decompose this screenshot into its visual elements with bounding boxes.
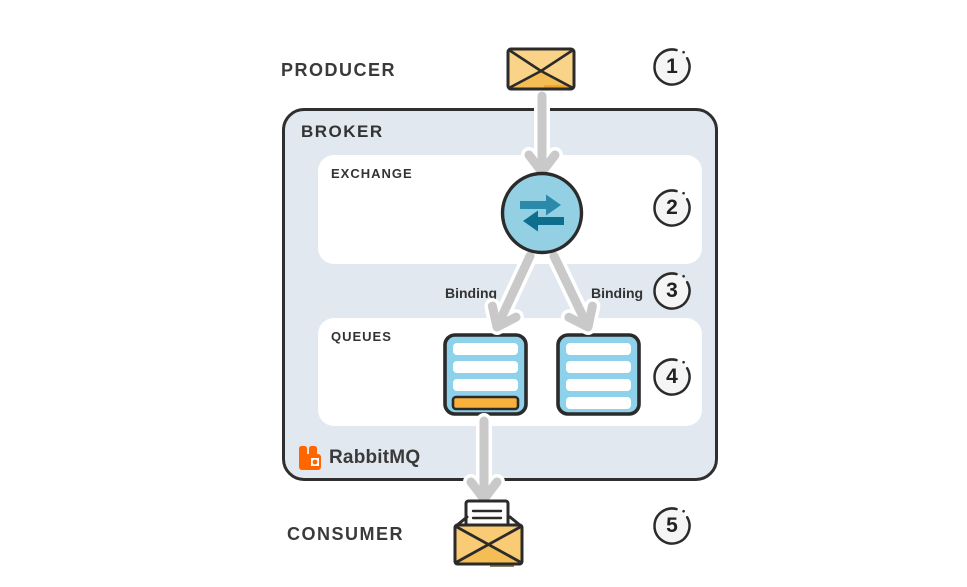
rabbitmq-logo-text: RabbitMQ bbox=[329, 447, 421, 468]
queue-stack-icon-right bbox=[556, 333, 641, 416]
exchange-swap-arrows-icon bbox=[500, 171, 584, 255]
step-number: 4 bbox=[666, 365, 678, 388]
broker-label: BROKER bbox=[301, 122, 384, 141]
step-badge-4: 4 bbox=[652, 357, 692, 397]
producer-label: PRODUCER bbox=[281, 60, 397, 80]
consumer-label: CONSUMER bbox=[287, 524, 405, 544]
exchange-label: EXCHANGE bbox=[331, 166, 413, 181]
step-number: 3 bbox=[666, 279, 678, 302]
closed-envelope-icon bbox=[506, 47, 576, 91]
step-badge-1: 1 bbox=[652, 47, 692, 87]
step-circle-icon bbox=[653, 358, 691, 396]
binding-label-right: Binding bbox=[591, 285, 644, 301]
queue-stack-icon-left bbox=[443, 333, 528, 416]
step-circle-icon bbox=[653, 48, 691, 86]
step-circle-icon bbox=[653, 189, 691, 227]
step-badge-3: 3 bbox=[652, 271, 692, 311]
binding-label-left: Binding bbox=[445, 285, 498, 301]
step-circle-icon bbox=[653, 272, 691, 310]
rabbitmq-logo: RabbitMQ bbox=[298, 445, 420, 471]
step-number: 5 bbox=[666, 514, 678, 537]
open-envelope-letter-icon bbox=[453, 499, 524, 567]
queues-panel: QUEUES bbox=[318, 318, 702, 426]
step-number: 2 bbox=[666, 196, 678, 219]
rabbitmq-logo-icon bbox=[299, 446, 321, 470]
queues-label: QUEUES bbox=[331, 329, 392, 344]
step-number: 1 bbox=[666, 55, 678, 78]
step-circle-icon bbox=[653, 507, 691, 545]
step-badge-2: 2 bbox=[652, 188, 692, 228]
step-badge-5: 5 bbox=[652, 506, 692, 546]
